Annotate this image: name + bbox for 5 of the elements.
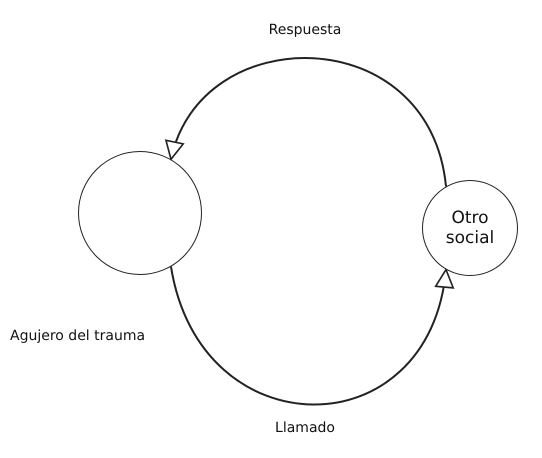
curved-arrow xyxy=(170,266,452,406)
edge-label: Respuesta xyxy=(268,22,342,38)
node-label: Otro social xyxy=(444,208,496,248)
node-caption: Agujero del trauma xyxy=(10,328,146,344)
curved-arrow xyxy=(168,57,447,187)
